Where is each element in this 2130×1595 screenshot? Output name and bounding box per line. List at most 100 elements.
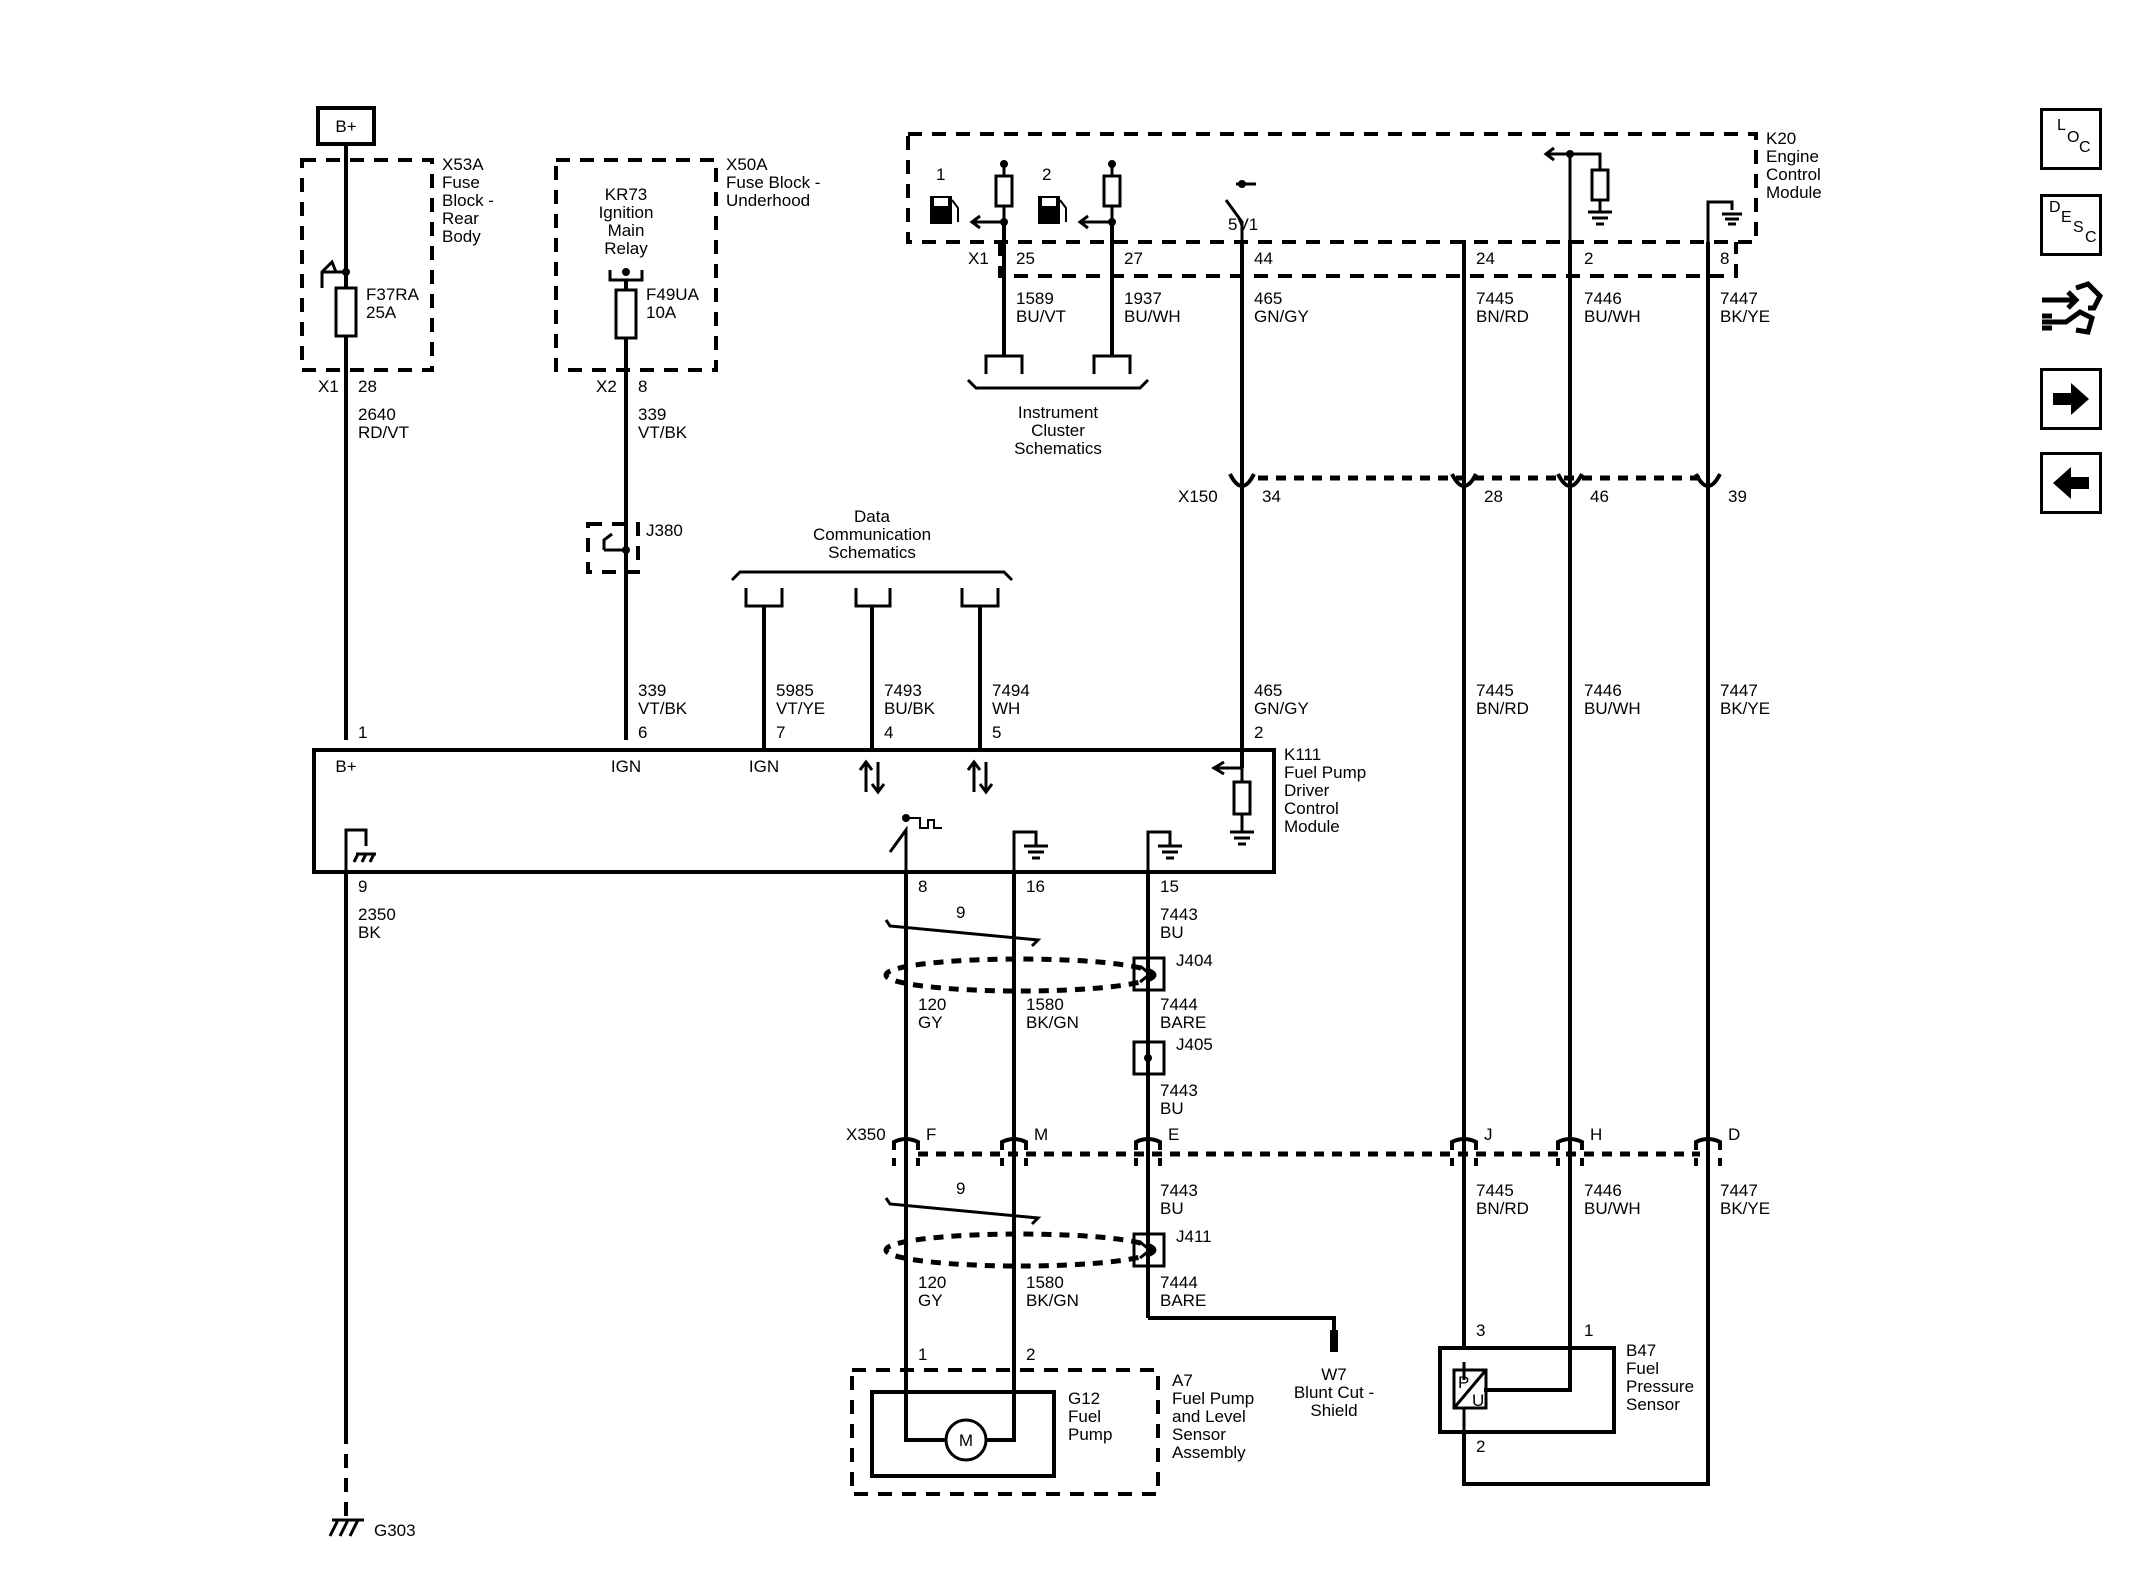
splice-j411: J411 [1132, 1227, 1212, 1268]
wire-7447-bot-color: BK/YE [1720, 1199, 1770, 1218]
motor-icon: M [944, 1418, 988, 1462]
wire-7447-mid-color: BK/YE [1720, 699, 1770, 718]
svg-text:28: 28 [1484, 487, 1503, 506]
wire-7443-a-num: 7443 [1160, 905, 1198, 924]
splice-j380: J380 [586, 521, 683, 574]
k111-bottom-pins: 9 8 16 15 [358, 877, 1179, 896]
wire-2640-color: RD/VT [358, 423, 409, 442]
x350-label: X350 [846, 1125, 886, 1144]
wire-7443-a-color: BU [1160, 923, 1184, 942]
svg-text:1: 1 [936, 165, 945, 184]
wire-7443-b-color: BU [1160, 1099, 1184, 1118]
svg-text:46: 46 [1590, 487, 1609, 506]
wire-1580-b-color: BK/GN [1026, 1291, 1079, 1310]
pullup-resistor-icon [1211, 750, 1254, 846]
wire-465-mid-num: 465 [1254, 681, 1282, 700]
b47-sensor [1438, 1346, 1616, 1434]
svg-text:IGN: IGN [611, 757, 641, 776]
svg-text:Instrument: Instrument [1018, 403, 1099, 422]
svg-text:2: 2 [1584, 249, 1593, 268]
wire-7493-color: BU/BK [884, 699, 936, 718]
svg-text:9: 9 [956, 1179, 965, 1198]
svg-text:Shield: Shield [1310, 1401, 1357, 1420]
instrument-cluster-label: Instrument Cluster Schematics [1014, 403, 1102, 458]
wire-7446-mid-color: BU/WH [1584, 699, 1641, 718]
svg-text:U: U [1472, 1391, 1484, 1410]
ground-g303: G303 [328, 1518, 416, 1540]
twisted-pair-b: 9 [883, 1179, 1157, 1269]
wire-1589-num: 1589 [1016, 289, 1054, 308]
svg-text:J411: J411 [1176, 1227, 1212, 1246]
splice-j405: J405 [1132, 1035, 1213, 1076]
wire-5985-num: 5985 [776, 681, 814, 700]
svg-text:2: 2 [1042, 165, 1051, 184]
svg-text:Communication: Communication [813, 525, 931, 544]
bidirectional-arrow-icon [966, 759, 994, 795]
x53a-fuse-block [300, 158, 434, 372]
location-button[interactable]: L O C [2040, 108, 2102, 170]
svg-text:IGN: IGN [749, 757, 779, 776]
wire-7444-a-num: 7444 [1160, 995, 1198, 1014]
svg-text:Fuel Pump: Fuel Pump [1284, 763, 1366, 782]
wire-1937-num: 1937 [1124, 289, 1162, 308]
k20-output-27 [1077, 160, 1122, 230]
svg-text:A7: A7 [1172, 1371, 1193, 1390]
svg-text:Underhood: Underhood [726, 191, 810, 210]
svg-text:Driver: Driver [1284, 781, 1330, 800]
next-page-button[interactable] [2040, 368, 2102, 430]
svg-text:25A: 25A [366, 303, 397, 322]
wire-7447-mid-num: 7447 [1720, 681, 1758, 700]
svg-text:1: 1 [918, 1345, 927, 1364]
svg-text:J380: J380 [646, 521, 683, 540]
svg-text:2: 2 [1254, 723, 1263, 742]
svg-text:Ignition: Ignition [599, 203, 654, 222]
svg-text:M: M [1034, 1125, 1048, 1144]
wire-7443-c-color: BU [1160, 1199, 1184, 1218]
svg-text:and Level: and Level [1172, 1407, 1246, 1426]
svg-text:Control: Control [1284, 799, 1339, 818]
wire-2640-num: 2640 [358, 405, 396, 424]
wire-120-a-color: GY [918, 1013, 943, 1032]
svg-text:Fuse Block -: Fuse Block - [726, 173, 820, 192]
svg-text:2: 2 [1476, 1437, 1485, 1456]
splice-j404: J404 [1132, 951, 1213, 992]
instrument-connectors [966, 354, 1150, 390]
fuel-gauge-icon: 1 [930, 165, 959, 224]
connector-wrench-icon [2042, 281, 2104, 335]
arrow-right-icon [2053, 383, 2089, 415]
svg-text:Main: Main [608, 221, 645, 240]
svg-text:KR73: KR73 [605, 185, 648, 204]
svg-text:F37RA: F37RA [366, 285, 420, 304]
ground-icon [1012, 830, 1048, 872]
svg-text:E: E [1168, 1125, 1179, 1144]
conn-x2-label: X2 [596, 377, 617, 396]
previous-page-button[interactable] [2040, 452, 2102, 514]
wire-339-bot-color: VT/BK [638, 699, 688, 718]
svg-text:1: 1 [1584, 1321, 1593, 1340]
desc-letter: E [2061, 209, 2072, 226]
relay-kr73: KR73 Ignition Main Relay [599, 185, 654, 282]
wire-7446-mid-num: 7446 [1584, 681, 1622, 700]
svg-text:7: 7 [776, 723, 785, 742]
wire-pump-pos [986, 1362, 1016, 1442]
pin-28: 28 [358, 377, 377, 396]
svg-text:3: 3 [1476, 1321, 1485, 1340]
svg-text:2: 2 [1026, 1345, 1035, 1364]
wire-7445-mid-num: 7445 [1476, 681, 1514, 700]
wire-5985-color: VT/YE [776, 699, 825, 718]
svg-text:Control: Control [1766, 165, 1821, 184]
description-button[interactable]: D E S C [2040, 194, 2102, 256]
svg-text:Fuse: Fuse [442, 173, 480, 192]
svg-text:J: J [1484, 1125, 1493, 1144]
k20-output-25 [969, 160, 1014, 230]
svg-text:J405: J405 [1176, 1035, 1213, 1054]
wire-465-mid-color: GN/GY [1254, 699, 1309, 718]
svg-text:25: 25 [1016, 249, 1035, 268]
connector-view-button[interactable] [2036, 278, 2106, 342]
k20-title: K20 Engine Control Module [1766, 129, 1822, 202]
svg-text:Pump: Pump [1068, 1425, 1112, 1444]
desc-letter: C [2085, 229, 2097, 246]
wire-120-b-num: 120 [918, 1273, 946, 1292]
svg-text:9: 9 [358, 877, 367, 896]
ground-icon [1146, 830, 1182, 872]
